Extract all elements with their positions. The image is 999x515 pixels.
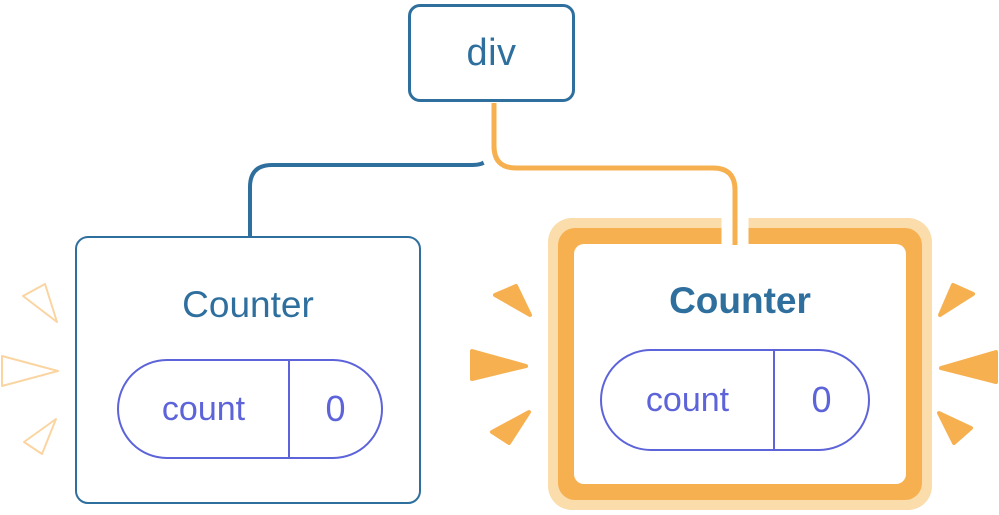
- edge-to-left-counter: [248, 103, 496, 238]
- state-pill: count 0: [600, 349, 870, 451]
- spark-icon: [22, 283, 58, 323]
- counter-title: Counter: [669, 280, 811, 321]
- spark-icon: [1, 355, 59, 387]
- spark-icon: [938, 283, 975, 317]
- spark-icon: [493, 284, 532, 317]
- spark-icon: [937, 411, 973, 445]
- state-value: 0: [811, 379, 832, 420]
- state-pill: count 0: [117, 359, 383, 459]
- state-key: count: [602, 351, 775, 449]
- shine-burst-right-counter-right: [937, 283, 998, 445]
- shine-burst-left-counter: [1, 283, 59, 455]
- state-key: count: [119, 361, 290, 457]
- root-node: div: [408, 4, 575, 102]
- spark-icon: [939, 350, 998, 384]
- state-value: 0: [325, 388, 346, 429]
- spark-icon: [490, 410, 531, 445]
- counter-card-left: Counter count 0: [75, 236, 421, 504]
- counter-title: Counter: [182, 284, 314, 325]
- spark-icon: [23, 418, 57, 455]
- root-node-label: div: [466, 31, 517, 74]
- counter-card-right-highlight-outer: Counter count 0: [548, 218, 932, 510]
- shine-burst-right-counter-left: [470, 284, 532, 445]
- spark-icon: [470, 349, 528, 381]
